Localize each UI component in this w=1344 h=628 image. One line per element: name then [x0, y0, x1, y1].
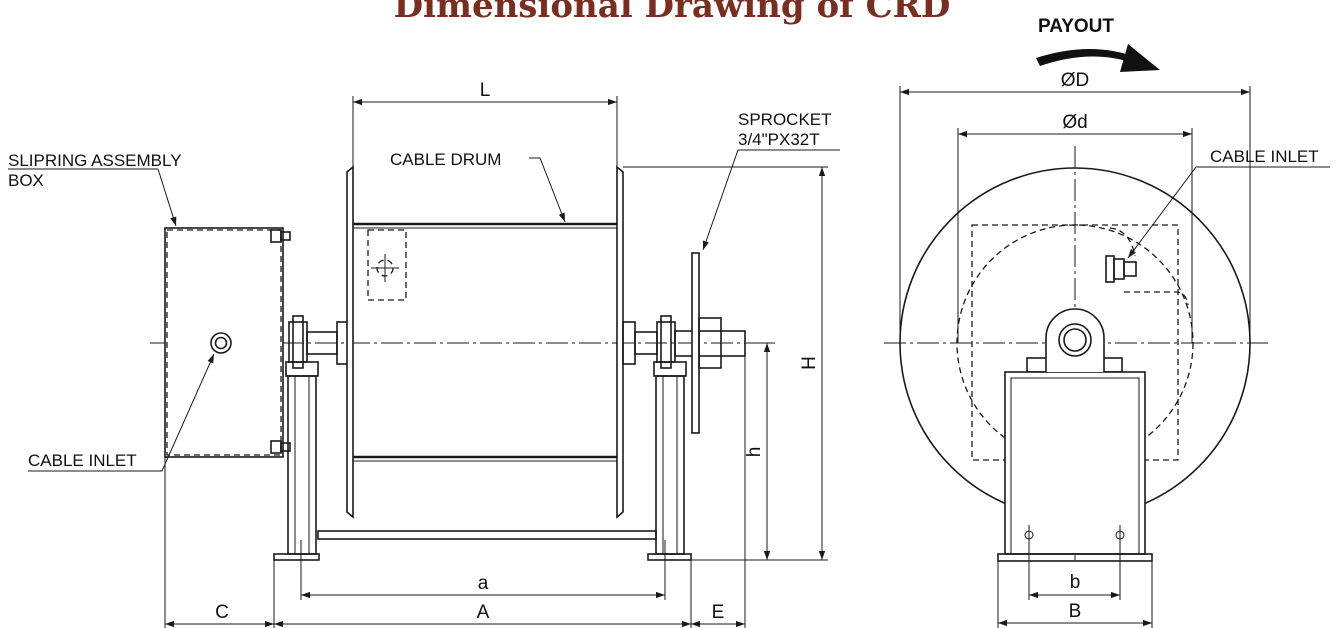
dim-bB: b B: [997, 561, 1153, 628]
dim-L-label: L: [480, 80, 491, 101]
payout-arrow: PAYOUT: [1036, 16, 1160, 72]
right-bearing-sprocket: [622, 252, 746, 434]
slipring-label-line2: BOX: [8, 171, 44, 190]
side-view: L H h a A C: [8, 80, 840, 628]
dim-OD-label: ØD: [1061, 70, 1090, 91]
sprocket-label-line2: 3/4"PX32T: [738, 130, 820, 149]
dim-a-label: a: [478, 573, 489, 594]
dim-OD: ØD: [899, 70, 1251, 343]
side-labels: SLIPRING ASSEMBLY BOX CABLE DRUM SPROCKE…: [8, 110, 840, 472]
front-cable-inlet: CABLE INLET: [1127, 147, 1330, 259]
sprocket-label-line1: SPROCKET: [738, 110, 832, 129]
cable-inlet-side-label: CABLE INLET: [28, 451, 137, 470]
dim-E-label: E: [712, 602, 725, 623]
front-view: ØD Ød b B PAYOUT CABLE INLET: [884, 16, 1330, 628]
dim-A-label: A: [477, 602, 490, 623]
dim-B-label: B: [1069, 601, 1082, 622]
dim-C-label: C: [215, 602, 229, 623]
dim-bottom: a A C E: [164, 356, 746, 628]
slipring-label-line1: SLIPRING ASSEMBLY: [8, 151, 182, 170]
dim-b-label: b: [1070, 572, 1081, 593]
dim-od-label: Ød: [1062, 112, 1087, 133]
cable-inlet-gland: [1105, 227, 1189, 306]
bearing-boss: [1045, 308, 1105, 372]
left-bearing: [288, 315, 350, 369]
stand: [997, 357, 1153, 600]
dim-L: L: [352, 80, 618, 167]
dim-h: h: [744, 342, 775, 560]
drawing-title: Dimensional Drawing of CRD: [393, 0, 951, 26]
dim-od: Ød: [957, 112, 1193, 343]
cable-drum-label: CABLE DRUM: [390, 150, 501, 169]
payout-label: PAYOUT: [1038, 16, 1114, 37]
cable-drum: [346, 165, 624, 519]
dim-H: H: [623, 166, 828, 561]
right-leg: [647, 361, 692, 568]
dim-H-label: H: [799, 356, 820, 370]
cable-inlet-front-label: CABLE INLET: [1210, 147, 1319, 166]
left-leg: [273, 361, 320, 568]
base-rail: [317, 530, 657, 540]
dim-h-label: h: [744, 447, 765, 458]
